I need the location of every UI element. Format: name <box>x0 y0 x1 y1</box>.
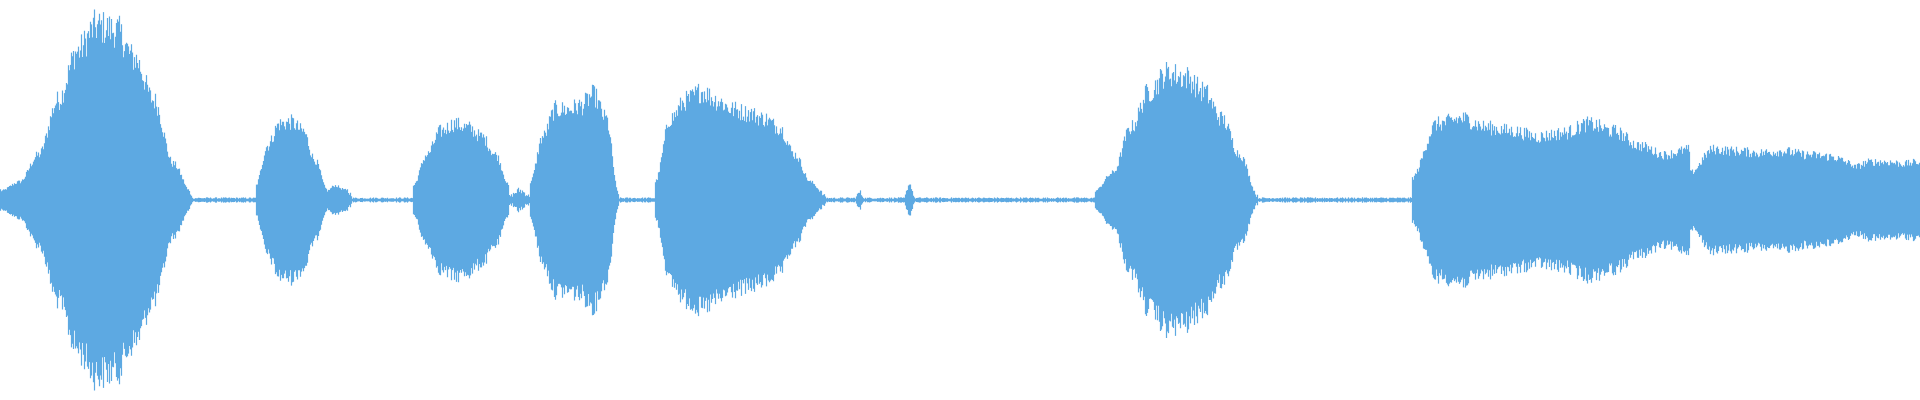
waveform-path <box>0 9 1920 391</box>
waveform-peaks <box>0 9 1920 391</box>
